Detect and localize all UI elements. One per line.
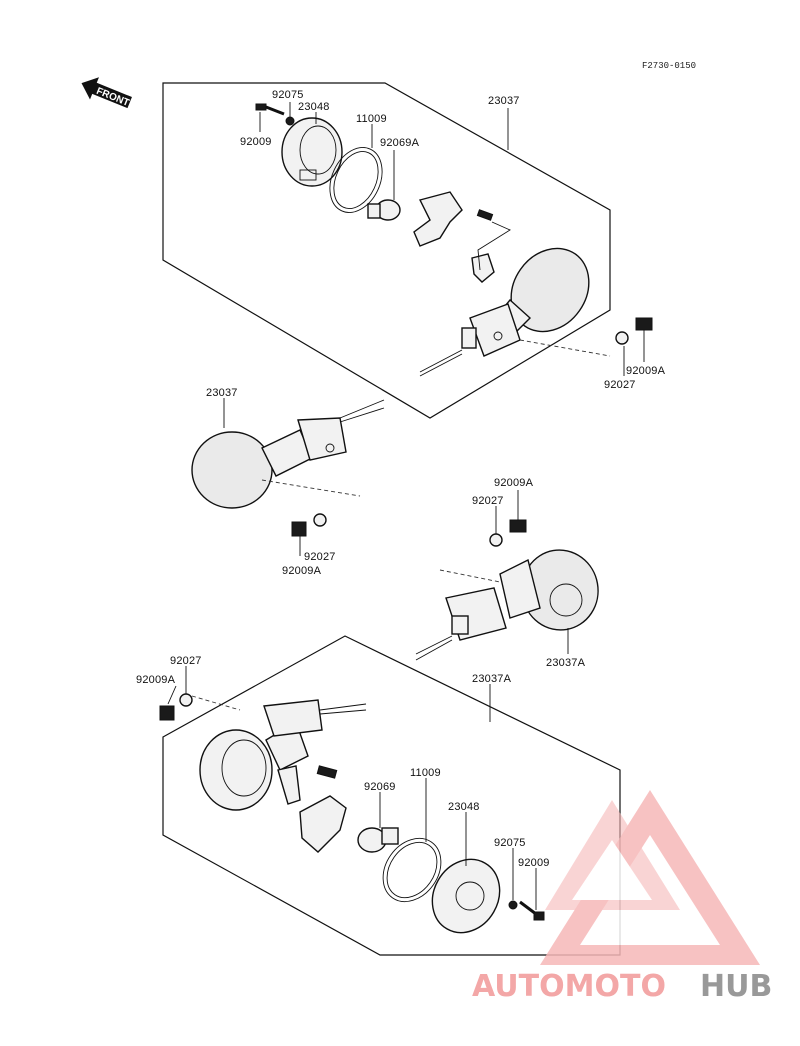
nut-92027-lower-icon: [179, 693, 193, 707]
label-23037A-middle-right: 23037A: [546, 657, 586, 669]
gasket-11009-upper-icon: [329, 147, 383, 213]
label-23037A-lower: 23037A: [472, 673, 512, 685]
label-92009A-middle-right: 92009A: [494, 477, 534, 489]
nut-92027-upper-icon: [615, 331, 629, 345]
watermark-logo-icon: [540, 790, 760, 965]
turn-signal-middle-left-icon: [191, 399, 385, 509]
lens-23048-upper-icon: [281, 117, 343, 187]
label-92075-upper: 92075: [272, 89, 304, 101]
socket-bracket-lower-icon: [299, 795, 347, 853]
washer-92075-lower-icon: [508, 900, 518, 910]
nut-92027-middle-right-icon: [489, 533, 503, 547]
label-92027-upper: 92027: [604, 379, 636, 391]
small-screw-lower-icon: [316, 765, 338, 779]
leader-lines: [167, 102, 645, 910]
turn-signal-middle-right-icon: [415, 549, 599, 661]
label-92009-upper: 92009: [240, 136, 272, 148]
watermark-text-hub: HUB: [700, 969, 772, 1004]
bolt-92009A-lower-icon: [159, 705, 175, 721]
label-92027-middle-left: 92027: [304, 551, 336, 563]
bulb-92069-lower-icon: [357, 827, 399, 853]
label-92009-lower: 92009: [518, 857, 550, 869]
contact-plate-upper-icon: [471, 253, 495, 283]
label-92027-middle-right: 92027: [472, 495, 504, 507]
turn-signal-housing-lower-icon: [199, 699, 367, 811]
washer-92075-upper-icon: [285, 116, 295, 126]
front-arrow-icon: FRONT: [81, 77, 132, 109]
bolt-92009A-upper-icon: [635, 317, 653, 331]
label-23037-middle-left: 23037: [206, 387, 238, 399]
label-92069-lower: 92069: [364, 781, 396, 793]
label-92027-lower: 92027: [170, 655, 202, 667]
screw-92009-upper-icon: [255, 103, 285, 116]
label-23048-upper: 23048: [298, 101, 330, 113]
bulb-92069A-upper-icon: [367, 199, 401, 221]
nut-92027-middle-left-icon: [313, 513, 327, 527]
diagram-code: F2730-0150: [642, 61, 696, 71]
turn-signal-housing-upper-icon: [419, 247, 590, 377]
label-23048-lower: 23048: [448, 801, 480, 813]
bolt-92009A-middle-left-icon: [291, 521, 307, 537]
watermark-text-auto: AUTOMOTO: [472, 969, 666, 1004]
socket-bracket-upper-icon: [413, 191, 463, 247]
label-92009A-upper: 92009A: [626, 365, 666, 377]
label-92069A-upper: 92069A: [380, 137, 420, 149]
label-11009-upper: 11009: [356, 113, 387, 125]
small-screw-upper-icon: [476, 209, 494, 221]
upper-assembly-frame: [162, 82, 611, 419]
contact-plate-lower-icon: [277, 765, 301, 805]
label-92009A-middle-left: 92009A: [282, 565, 322, 577]
label-92075-lower: 92075: [494, 837, 526, 849]
label-23037-upper: 23037: [488, 95, 520, 107]
lens-23048-lower-icon: [431, 858, 501, 934]
screw-92009-lower-icon: [519, 900, 545, 921]
label-92009A-lower: 92009A: [136, 674, 176, 686]
bolt-92009A-middle-right-icon: [509, 519, 527, 533]
gasket-11009-lower-icon: [382, 837, 442, 903]
label-11009-lower: 11009: [410, 767, 441, 779]
